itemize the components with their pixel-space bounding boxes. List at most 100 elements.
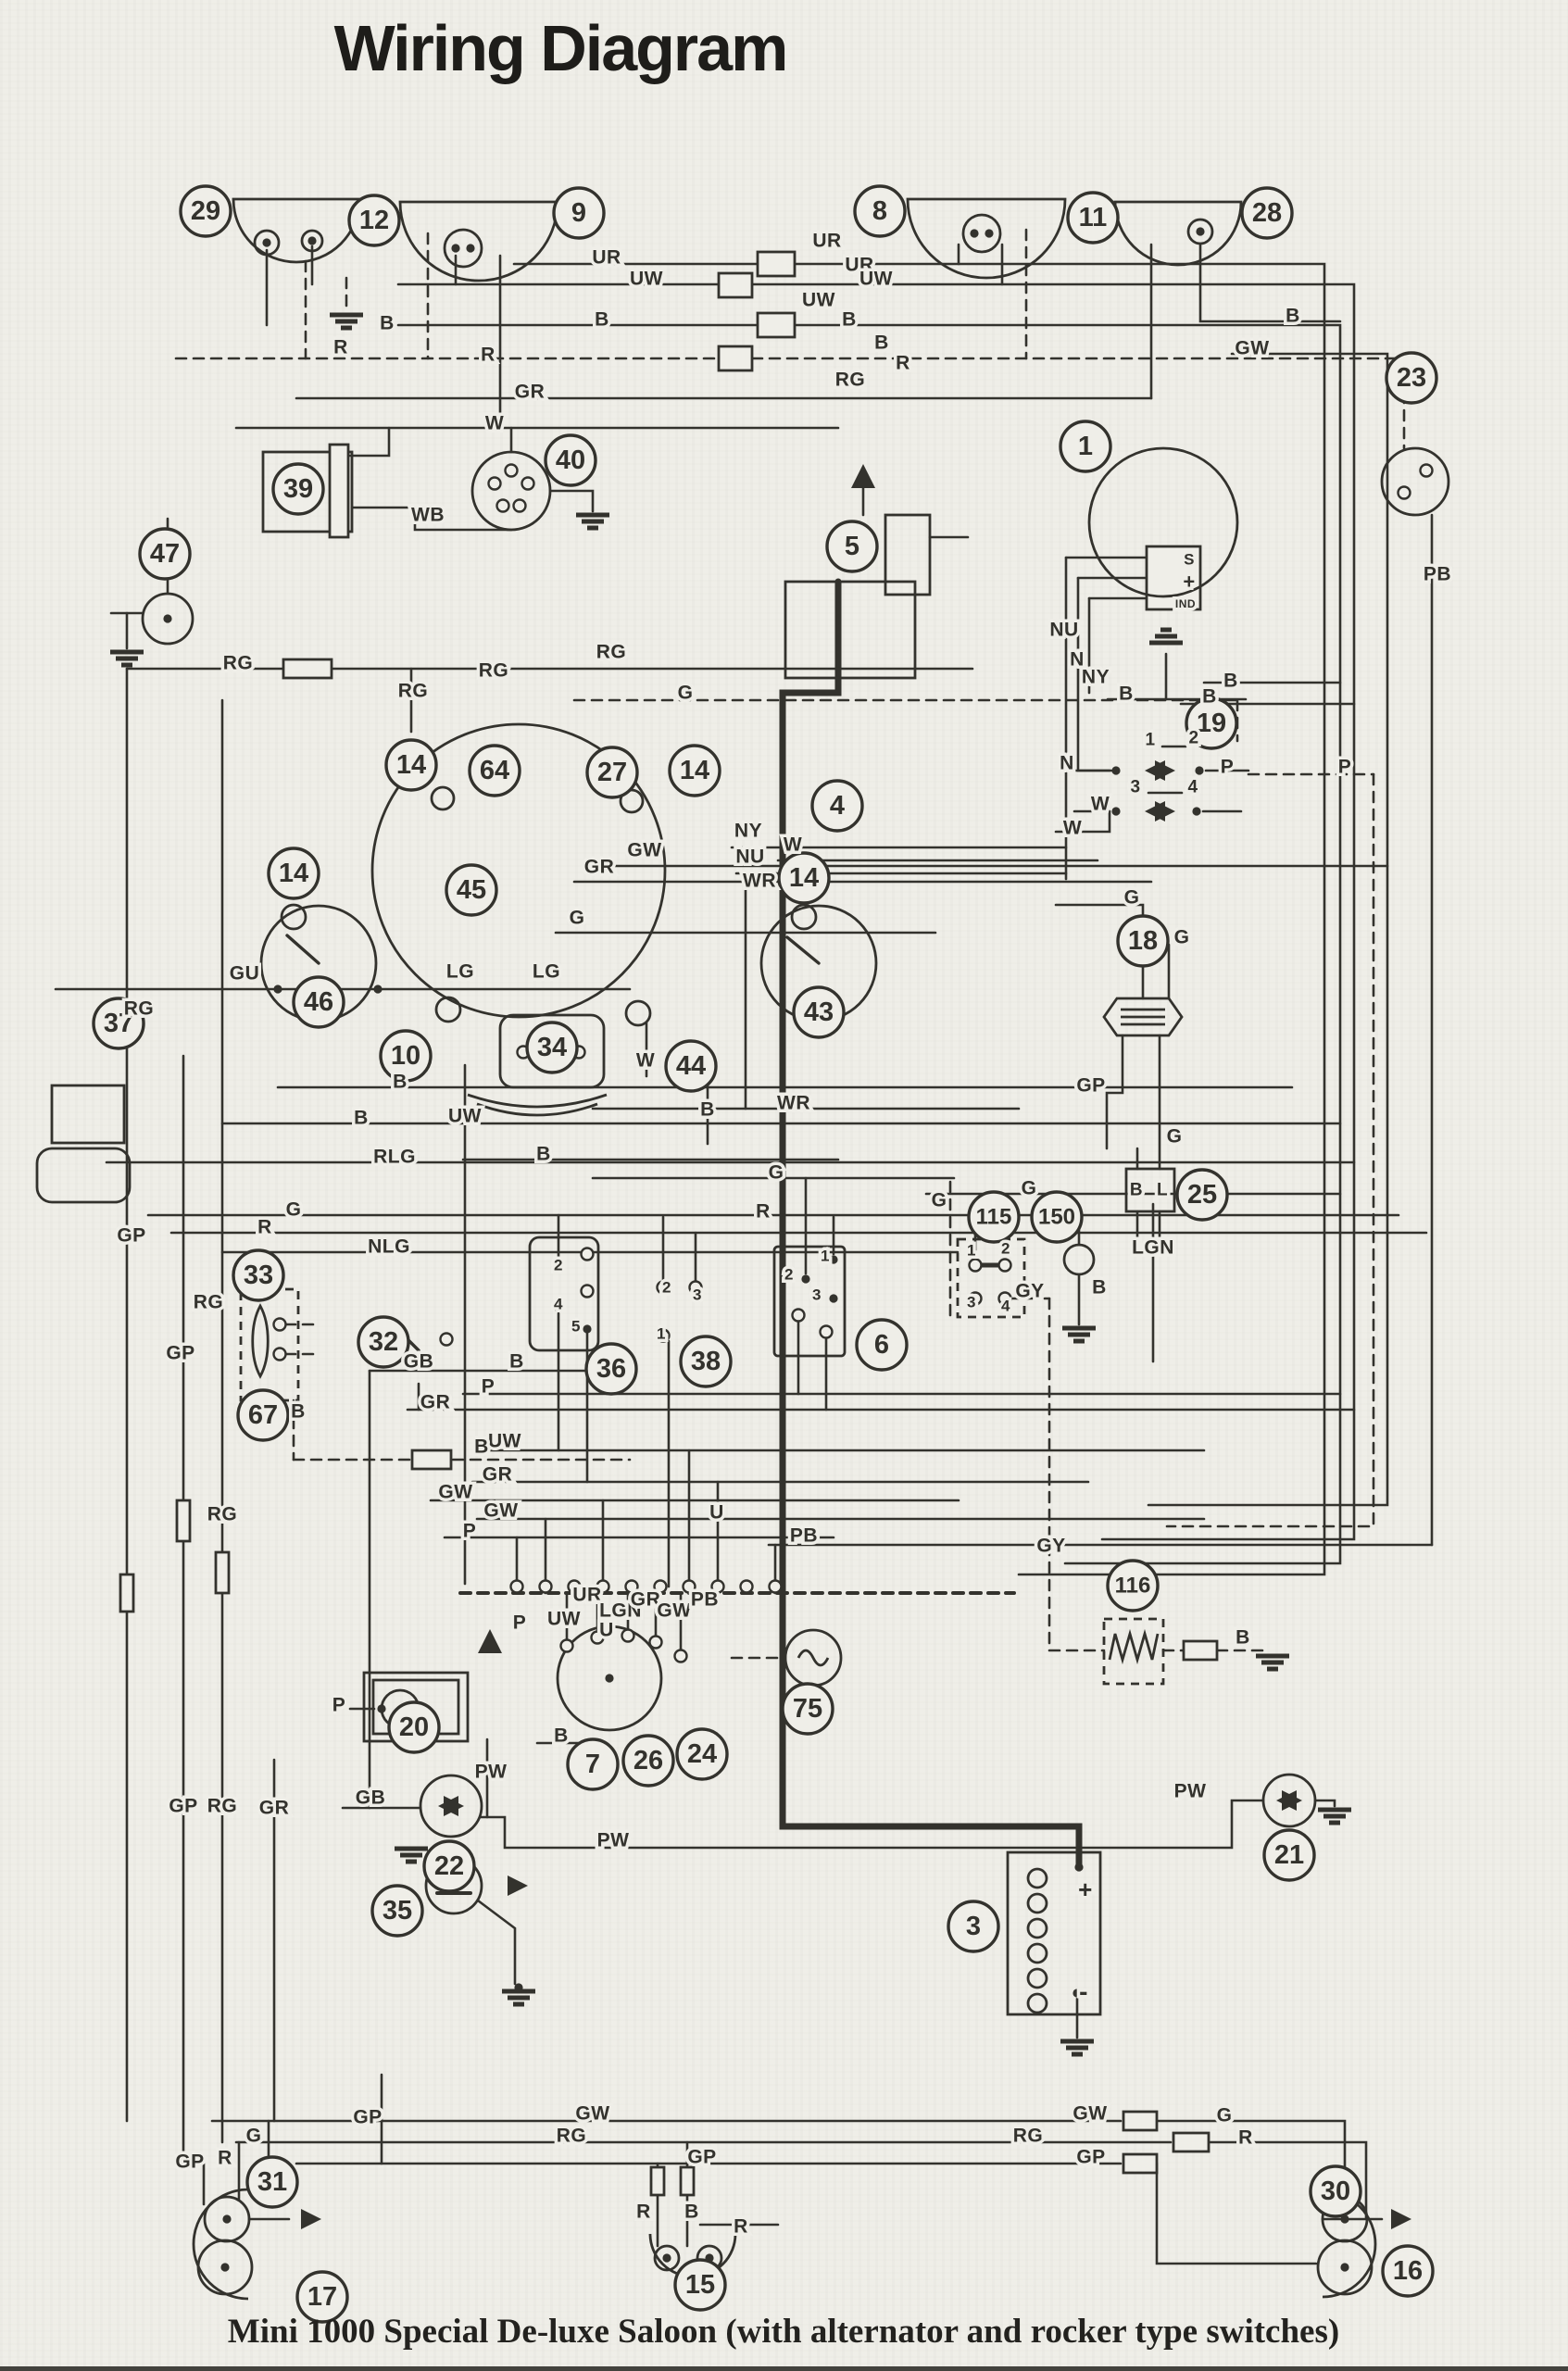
junction-dot (163, 614, 172, 623)
component-marker (777, 851, 831, 905)
wire-label: + (1183, 571, 1195, 594)
component-number: 64 (480, 756, 509, 785)
bulb (790, 903, 818, 931)
wire-label: GP (687, 2147, 716, 2168)
wire-label: GW (627, 840, 661, 861)
wire-label: 1 (657, 1325, 666, 1343)
component-marker (810, 779, 864, 833)
pin-terminal (272, 1317, 287, 1332)
wire (1313, 1799, 1336, 1808)
component-marker (1262, 1828, 1316, 1882)
wire (785, 935, 821, 965)
wire-label: RG (124, 998, 155, 1020)
pin-terminal (580, 1284, 595, 1298)
wire-label: GW (438, 1482, 472, 1503)
wire-label: R (756, 1201, 771, 1223)
horn (141, 592, 194, 646)
wire-label: R (636, 2202, 651, 2223)
component-marker (384, 738, 438, 792)
sender-contact-icon (1276, 1790, 1297, 1811)
inline-fuse (282, 658, 333, 680)
wire (1155, 2162, 1318, 2265)
wire (478, 1799, 1265, 1850)
component-number: 11 (1079, 203, 1108, 232)
bulb (624, 999, 652, 1027)
wire-label: RG (194, 1292, 224, 1313)
junction-dot (466, 244, 475, 253)
junction-dot (220, 2263, 230, 2272)
component-marker (855, 1318, 909, 1372)
junction-dot (1073, 1988, 1082, 1998)
pin-terminal (688, 1280, 703, 1295)
wire-label: GW (575, 2103, 609, 2125)
wire-label: W (1091, 794, 1110, 815)
wire-label: RG (557, 2126, 587, 2147)
component-number: 67 (248, 1400, 278, 1430)
wire (1105, 1034, 1124, 1150)
wire-label: LGN (599, 1600, 642, 1622)
wire-label: B (1130, 1181, 1143, 1200)
component-marker (668, 744, 721, 797)
wire-label: L (1157, 1181, 1168, 1200)
component-number: 30 (1321, 2177, 1350, 2206)
component-number: 14 (789, 863, 819, 893)
component-marker (584, 1342, 638, 1396)
component-number: 35 (383, 1896, 412, 1926)
wire-label: 4 (554, 1296, 563, 1313)
battery-cell (1026, 1867, 1048, 1889)
component-number: 47 (150, 539, 180, 569)
junction-dot (554, 1264, 563, 1273)
component-number: 45 (457, 875, 486, 905)
engine-earth-arrow-icon (851, 464, 875, 488)
wire (1054, 809, 1111, 834)
component-number: 33 (244, 1261, 273, 1290)
component-number: 27 (597, 758, 627, 787)
component-number: 10 (391, 1041, 420, 1071)
junction-dot (307, 236, 317, 245)
pin-terminal (580, 1247, 595, 1261)
pin-terminal (559, 1638, 574, 1653)
component-marker (1185, 696, 1238, 750)
wire-label: UR (572, 1585, 601, 1606)
junction-dot (583, 1324, 592, 1334)
wire-label: WR (743, 871, 776, 892)
headlamp-bowl (232, 197, 361, 264)
wire-label: B (380, 313, 395, 334)
pin-terminal (538, 1579, 553, 1594)
ignition-switch (556, 1625, 663, 1732)
component-number: 6 (874, 1330, 889, 1360)
snap-connector (679, 2165, 696, 2197)
wire-label: B (1286, 306, 1300, 327)
wire-label: PB (1424, 564, 1451, 585)
hrw-element (1108, 1628, 1160, 1665)
wire-label: W (485, 413, 504, 434)
pin-terminal (272, 1347, 287, 1361)
component-number: 3 (966, 1912, 981, 1941)
component-marker (675, 1727, 729, 1781)
wire-label: N (1060, 753, 1074, 774)
wire-label: RG (479, 660, 509, 682)
component-marker (781, 1682, 834, 1736)
wire-label: RG (207, 1504, 238, 1525)
snap-connector (649, 2165, 666, 2197)
junction-dot (1340, 2214, 1349, 2224)
wire-label: RG (223, 653, 254, 674)
inline-fuse (119, 1573, 135, 1613)
alternator (1087, 446, 1239, 598)
pin-terminal (819, 1324, 834, 1339)
snap-connector (1172, 2131, 1210, 2153)
junction-dot (273, 985, 282, 994)
component-number: 43 (804, 997, 834, 1027)
wire-label: PB (691, 1589, 719, 1611)
component-marker (967, 1190, 1021, 1244)
wire-label: G (1022, 1178, 1037, 1199)
component-number: 17 (307, 2282, 337, 2312)
wire-label: UW (488, 1431, 521, 1452)
component-number: 34 (537, 1033, 567, 1062)
component-marker (947, 1900, 1000, 1953)
bulb (434, 996, 462, 1023)
wire-label: 2 (662, 1279, 671, 1297)
wire-label: B (536, 1144, 551, 1165)
battery-cell (1026, 1917, 1048, 1939)
snap-connector (1122, 2152, 1159, 2175)
